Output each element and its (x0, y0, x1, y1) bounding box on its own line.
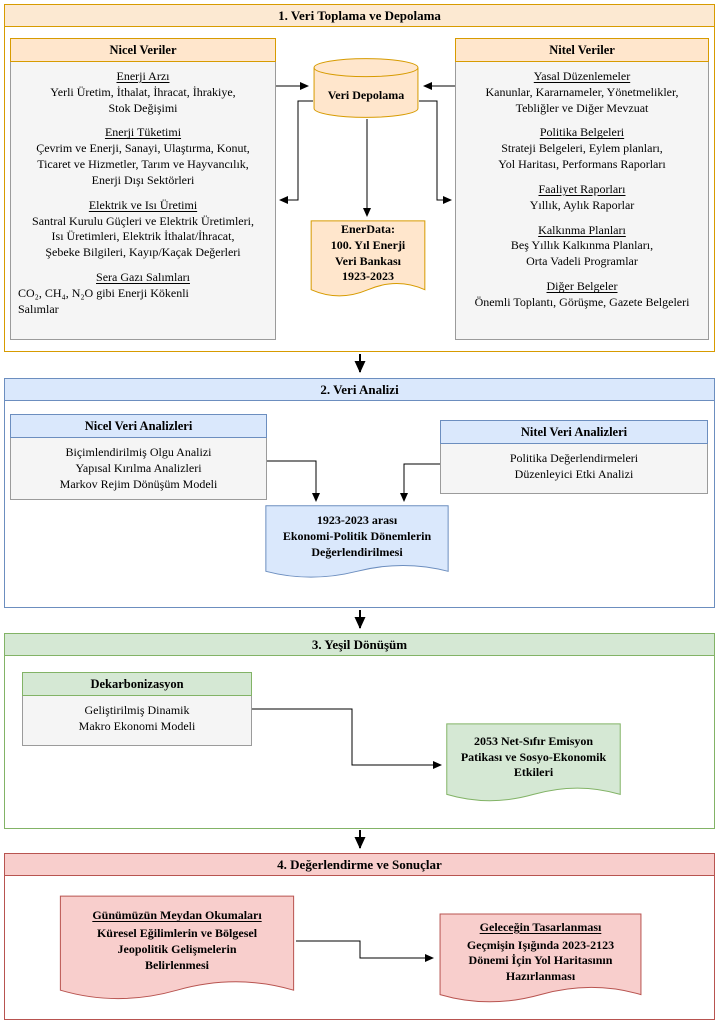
section-4-title: 4. Değerlendirme ve Sonuçlar (5, 854, 714, 876)
panel-nitel-analiz-title: Nitel Veri Analizleri (440, 420, 708, 444)
netsifir-emisyon-document: 2053 Net-Sıfır Emisyon Patikası ve Sosyo… (445, 723, 622, 807)
group-text: Çevrim ve Enerji, Sanayi, Ulaştırma, Kon… (36, 141, 250, 187)
netsifir-emisyon-label: 2053 Net-Sıfır Emisyon Patikası ve Sosyo… (460, 733, 607, 780)
enerdata-document: EnerData: 100. Yıl Enerji Veri Bankası 1… (310, 220, 426, 302)
section-1-title: 1. Veri Toplama ve Depolama (5, 5, 714, 27)
group-elektrik-isi: Elektrik ve Isı Üretimi Santral Kurulu G… (14, 198, 272, 261)
group-heading: Faaliyet Raporları (538, 181, 626, 196)
document-text: Küresel Eğilimlerin ve Bölgesel Jeopolit… (96, 926, 258, 972)
panel-nicel-analiz-body: Biçimlendirilmiş Olgu Analizi Yapısal Kı… (10, 438, 267, 500)
veri-depolama-label: Veri Depolama (327, 87, 405, 102)
enerdata-label: EnerData: 100. Yıl Enerji Veri Bankası 1… (330, 221, 406, 284)
group-politika-belgeleri: Politika Belgeleri Strateji Belgeleri, E… (459, 125, 705, 172)
document-shape (58, 895, 296, 1007)
group-heading: Enerji Arzı (116, 69, 170, 83)
panel-nitel-veriler-body: Yasal Düzenlemeler Kanunlar, Kararnamele… (455, 62, 709, 340)
donem-degerlendirme-label: 1923-2023 arası Ekonomi-Politik Dönemler… (282, 513, 432, 559)
gelecek-tasarlanmasi-document: Geleceğin Tasarlanması Geçmişin Işığında… (438, 913, 643, 1009)
group-text: Beş Yıllık Kalkınma Planları, Orta Vadel… (510, 238, 654, 269)
panel-nitel-analiz-body: Politika Değerlendirmeleri Düzenleyici E… (440, 444, 708, 494)
panel-nicel-veriler: Nicel Veriler Enerji Arzı Yerli Üretim, … (10, 38, 276, 340)
document-heading: Günümüzün Meydan Okumaları (92, 908, 262, 923)
group-heading: Yasal Düzenlemeler (533, 69, 631, 83)
panel-dekarbonizasyon-body: Geliştirilmiş Dinamik Makro Ekonomi Mode… (22, 696, 252, 746)
panel-dekarbonizasyon-title: Dekarbonizasyon (22, 672, 252, 696)
group-faaliyet-raporlari: Faaliyet Raporları Yıllık, Aylık Raporla… (459, 182, 705, 214)
group-heading: Sera Gazı Salımları (96, 270, 190, 285)
group-yasal-duzenlemeler: Yasal Düzenlemeler Kanunlar, Kararnamele… (459, 69, 705, 116)
panel-nicel-veriler-body: Enerji Arzı Yerli Üretim, İthalat, İhrac… (10, 62, 276, 340)
document-text: Geçmişin Işığında 2023-2123 Dönemi İçin … (466, 937, 615, 984)
panel-nicel-analiz-title: Nicel Veri Analizleri (10, 414, 267, 438)
group-heading: Politika Belgeleri (539, 125, 625, 140)
meydan-okumalari-document: Günümüzün Meydan Okumaları Küresel Eğili… (58, 895, 296, 1007)
panel-nicel-veriler-title: Nicel Veriler (10, 38, 276, 62)
group-text: Santral Kurulu Güçleri ve Elektrik Üreti… (32, 213, 254, 260)
group-enerji-tuketimi: Enerji Tüketimi Çevrim ve Enerji, Sanayi… (14, 125, 272, 188)
gelecek-tasarlanmasi-content: Geleceğin Tasarlanması Geçmişin Işığında… (440, 913, 641, 992)
group-text: CO₂, CH₄, N₂O gibi Enerji Kökenli Salıml… (18, 285, 189, 316)
cylinder-shape (313, 58, 419, 118)
section-2-title: 2. Veri Analizi (5, 379, 714, 401)
group-diger-belgeler: Diğer Belgeler Önemli Toplantı, Görüşme,… (459, 279, 705, 311)
document-shape (264, 505, 450, 583)
document-heading: Geleceğin Tasarlanması (479, 919, 602, 934)
panel-nicel-analiz: Nicel Veri Analizleri Biçimlendirilmiş O… (10, 414, 267, 500)
section-3-title: 3. Yeşil Dönüşüm (5, 634, 714, 656)
donem-degerlendirme-document: 1923-2023 arası Ekonomi-Politik Dönemler… (264, 505, 450, 583)
panel-dekarbonizasyon: Dekarbonizasyon Geliştirilmiş Dinamik Ma… (22, 672, 252, 746)
group-heading: Kalkınma Planları (538, 222, 626, 237)
group-text: Önemli Toplantı, Görüşme, Gazete Belgele… (474, 294, 690, 309)
document-shape (438, 913, 643, 1009)
panel-nitel-veriler-title: Nitel Veriler (455, 38, 709, 62)
document-shape (310, 220, 426, 302)
group-sera-gazi: Sera Gazı Salımları CO₂, CH₄, N₂O gibi E… (14, 270, 272, 317)
group-text: Strateji Belgeleri, Eylem planları, Yol … (498, 141, 666, 172)
group-text: Yerli Üretim, İthalat, İhracat, İhrakiye… (50, 84, 236, 115)
document-shape (445, 723, 622, 807)
group-heading: Elektrik ve Isı Üretimi (88, 197, 198, 212)
group-text: Yıllık, Aylık Raporlar (529, 197, 635, 212)
panel-nitel-veriler: Nitel Veriler Yasal Düzenlemeler Kanunla… (455, 38, 709, 340)
group-heading: Diğer Belgeler (546, 279, 618, 294)
veri-depolama-cylinder: Veri Depolama (313, 58, 419, 118)
meydan-okumalari-content: Günümüzün Meydan Okumaları Küresel Eğili… (60, 895, 294, 987)
group-enerji-arzi: Enerji Arzı Yerli Üretim, İthalat, İhrac… (14, 69, 272, 116)
group-heading: Enerji Tüketimi (104, 125, 182, 140)
group-text: Kanunlar, Kararnameler, Yönetmelikler, T… (485, 84, 679, 115)
panel-nitel-analiz: Nitel Veri Analizleri Politika Değerlend… (440, 420, 708, 494)
group-kalkinma-planlari: Kalkınma Planları Beş Yıllık Kalkınma Pl… (459, 223, 705, 270)
